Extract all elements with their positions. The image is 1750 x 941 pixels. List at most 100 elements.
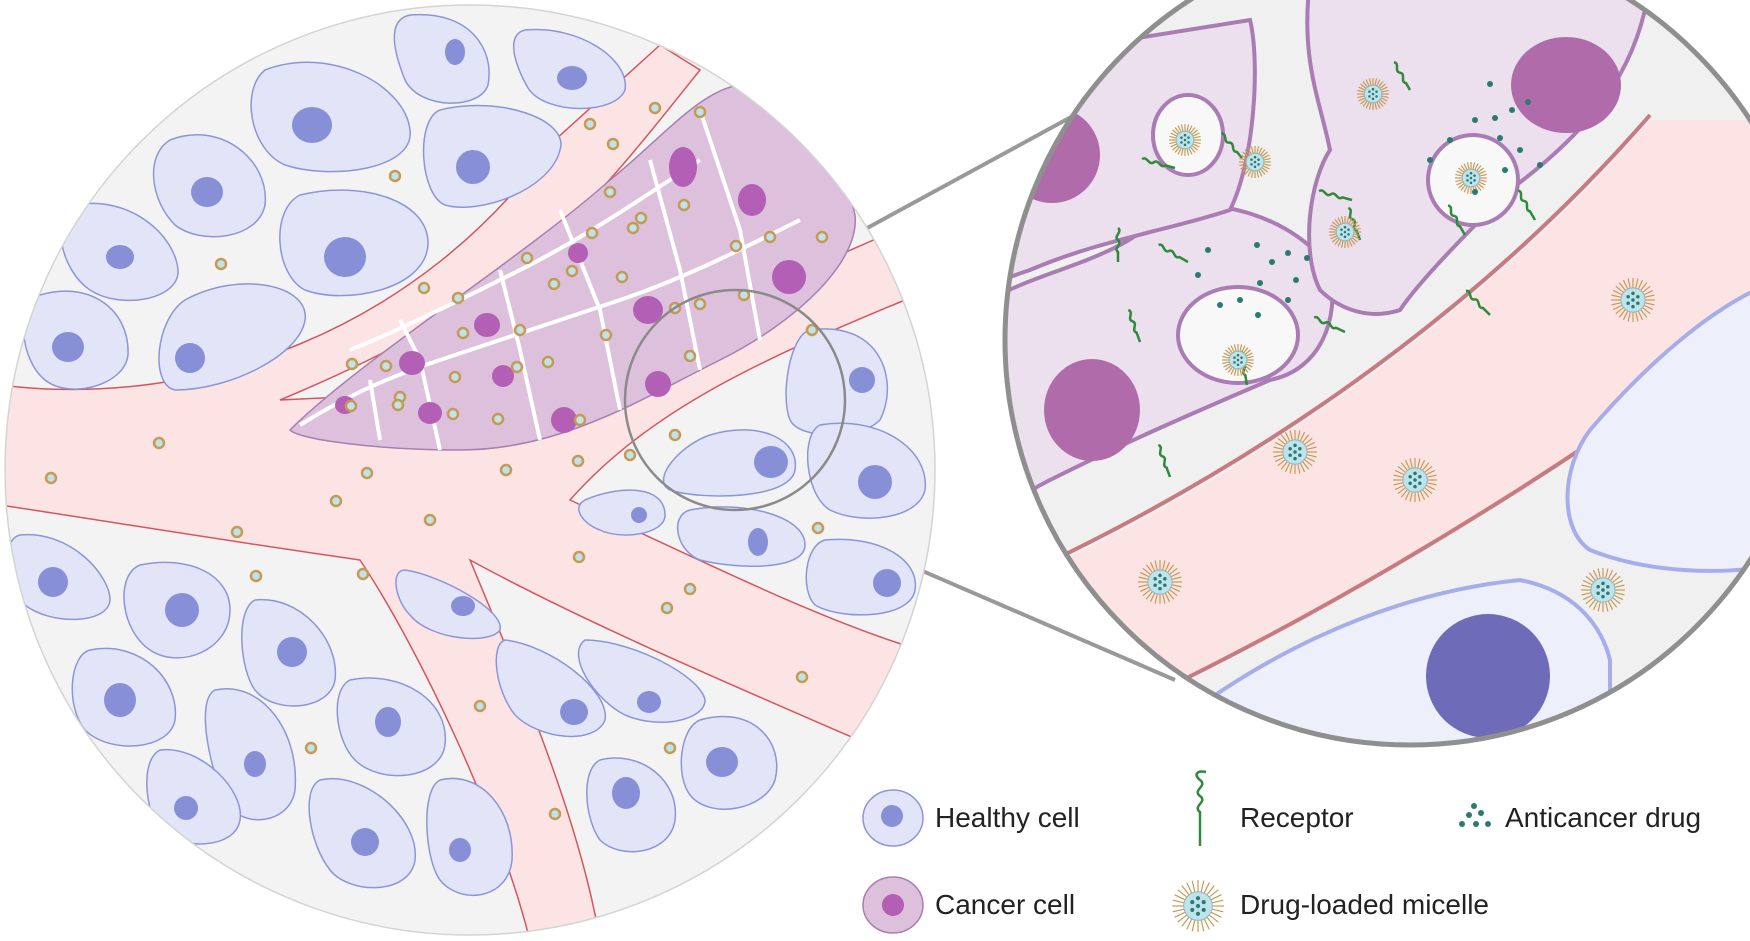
drug-dot (1472, 117, 1478, 123)
legend: Healthy cell Cancer cell Receptor Drug-l… (862, 770, 1701, 934)
legend-cancer-label: Cancer cell (935, 889, 1075, 920)
legend-receptor: Receptor (1195, 770, 1354, 846)
healthy-cell (577, 639, 706, 723)
micelle-dot (491, 412, 505, 426)
micelle-dot (249, 569, 263, 583)
healthy-cells (6, 13, 926, 896)
receptor (1347, 206, 1362, 241)
drug-dot (1487, 81, 1493, 87)
micelle-dot (585, 226, 599, 240)
healthy-nucleus (1426, 614, 1550, 738)
zoom-micelles (1138, 78, 1655, 612)
micelle-dot (572, 550, 586, 564)
receptor (1465, 289, 1491, 316)
drug-dot (1509, 107, 1515, 113)
receptor (1221, 132, 1243, 159)
drug-dot (1537, 162, 1543, 168)
micelle-dot (446, 407, 460, 421)
micelle-dot (623, 448, 637, 462)
tissue-outline (4, 4, 936, 936)
micelle-dot (571, 454, 585, 468)
micelle-dot (388, 169, 402, 183)
micelle-dot (304, 741, 318, 755)
receptor (1127, 308, 1142, 343)
drug-dot (1254, 242, 1260, 248)
drug-dot (1517, 147, 1523, 153)
micelle-dot (456, 326, 470, 340)
legend-drug-label: Anticancer drug (1505, 802, 1701, 833)
legend-healthy: Healthy cell (862, 789, 1080, 847)
micelle-dot (513, 323, 527, 337)
receptor (1158, 243, 1189, 264)
drug-dot (1257, 280, 1263, 286)
healthy-cell (586, 757, 677, 853)
micelle-dot (663, 741, 677, 755)
healthy-cell (336, 677, 446, 777)
endosome (1176, 285, 1300, 385)
drug-dot (1497, 135, 1503, 141)
legend-cancer: Cancer cell (862, 876, 1075, 934)
micelle-dot (677, 198, 691, 212)
drug-dot (1502, 167, 1508, 173)
drug-dot (1472, 189, 1478, 195)
drug-dot (1269, 259, 1275, 265)
healthy-cell (676, 506, 806, 567)
healthy-cell (426, 777, 513, 896)
drug-dot (1492, 115, 1498, 121)
micelle-dot (626, 221, 640, 235)
micelle-dot (448, 370, 462, 384)
micelle-dot (152, 436, 166, 450)
healthy-cell (308, 777, 416, 889)
micelle-dot (729, 239, 743, 253)
micelle-dot (599, 328, 613, 342)
micelle (1581, 568, 1625, 612)
legend-healthy-label: Healthy cell (935, 802, 1080, 833)
healthy-cell (422, 104, 562, 208)
micelle-dot (356, 567, 370, 581)
micelle-dot (423, 513, 437, 527)
blood-vessel (5, 44, 922, 935)
legend-micelle: Drug-loaded micelle (1172, 880, 1489, 932)
micelle-dot (795, 670, 809, 684)
drug-dot (1255, 312, 1261, 318)
drug-dot (1427, 157, 1433, 163)
legend-micelle-label: Drug-loaded micelle (1240, 889, 1489, 920)
micelle-dot (683, 582, 697, 596)
tissue-overview (5, 5, 935, 935)
drug-dot (1525, 99, 1531, 105)
healthy-cell (146, 749, 241, 845)
micelle-dot (345, 357, 359, 371)
healthy-cell (805, 538, 917, 616)
micelle (1239, 146, 1271, 178)
healthy-cell (22, 290, 129, 390)
healthy-cell (393, 13, 490, 104)
drug-dot (1217, 302, 1223, 308)
zoom-receptors (1115, 61, 1537, 478)
micelle-dot (615, 270, 629, 284)
micelle-dot (230, 525, 244, 539)
micelle-dot (473, 699, 487, 713)
healthy-cell (279, 189, 429, 297)
receptor (1141, 157, 1176, 170)
zoom-outline (1002, 0, 1750, 748)
micelle-dot (344, 399, 358, 413)
overview-micelles (44, 101, 829, 821)
micelle-dot (573, 413, 587, 427)
healthy-cell (495, 639, 606, 738)
receptor-icon (1195, 770, 1207, 846)
micelle (1222, 344, 1254, 376)
micelle-dot (44, 471, 58, 485)
healthy-cell (6, 534, 111, 621)
receptor (1157, 443, 1172, 478)
cancer-nucleus (1044, 359, 1140, 461)
micelle-icon (1172, 880, 1224, 932)
micelle-dot (547, 277, 561, 291)
drug-dot (1285, 250, 1291, 256)
cancer-cell-icon (862, 876, 924, 934)
micelle (1138, 560, 1182, 604)
receptor (1393, 61, 1412, 91)
micelle (1357, 78, 1389, 110)
receptor (1517, 189, 1537, 221)
drug-dot (1195, 272, 1201, 278)
